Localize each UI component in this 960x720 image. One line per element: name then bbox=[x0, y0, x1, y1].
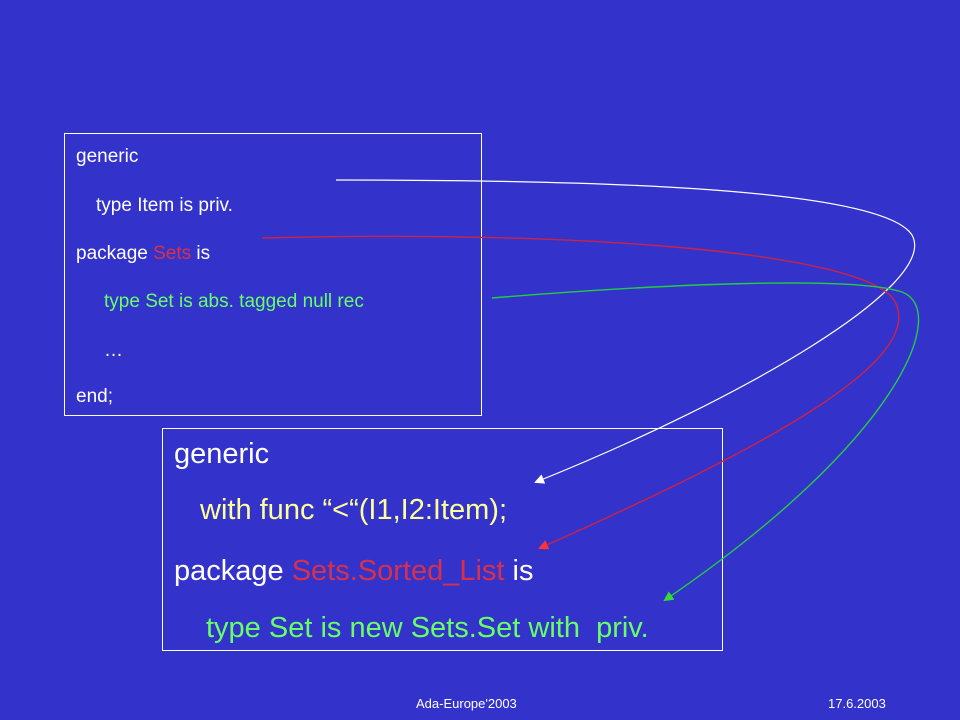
keyword-package: package bbox=[76, 243, 154, 264]
code-line-ellipsis: … bbox=[104, 340, 123, 361]
child-code-line-type-set: type Set is new Sets.Set with priv. bbox=[206, 612, 649, 644]
footer-conference: Ada-Europe'2003 bbox=[416, 696, 517, 711]
code-line-end: end; bbox=[76, 387, 113, 406]
child-code-line-with-func: with func “<“(I1,I2:Item); bbox=[200, 494, 508, 526]
child-code-line-package: package Sets.Sorted_List is bbox=[174, 557, 534, 586]
package-name-sets: Sets bbox=[153, 243, 192, 264]
child-code-line-generic: generic bbox=[174, 438, 270, 470]
code-line-package-sets: package Sets is bbox=[76, 244, 210, 263]
footer-date: 17.6.2003 bbox=[828, 696, 886, 711]
keyword-end: end bbox=[76, 386, 108, 407]
child-keyword-is: is bbox=[504, 555, 534, 587]
code-line-type-item: type Item is priv. bbox=[96, 195, 233, 216]
package-name-sorted-list: Sets.Sorted_List bbox=[291, 555, 505, 587]
keyword-is: is bbox=[191, 243, 211, 264]
code-line-generic: generic bbox=[76, 146, 139, 167]
child-keyword-package: package bbox=[174, 555, 292, 587]
generic-spec-box bbox=[64, 133, 482, 416]
end-semicolon: ; bbox=[107, 386, 113, 407]
code-line-type-set: type Set is abs. tagged null rec bbox=[104, 291, 364, 312]
